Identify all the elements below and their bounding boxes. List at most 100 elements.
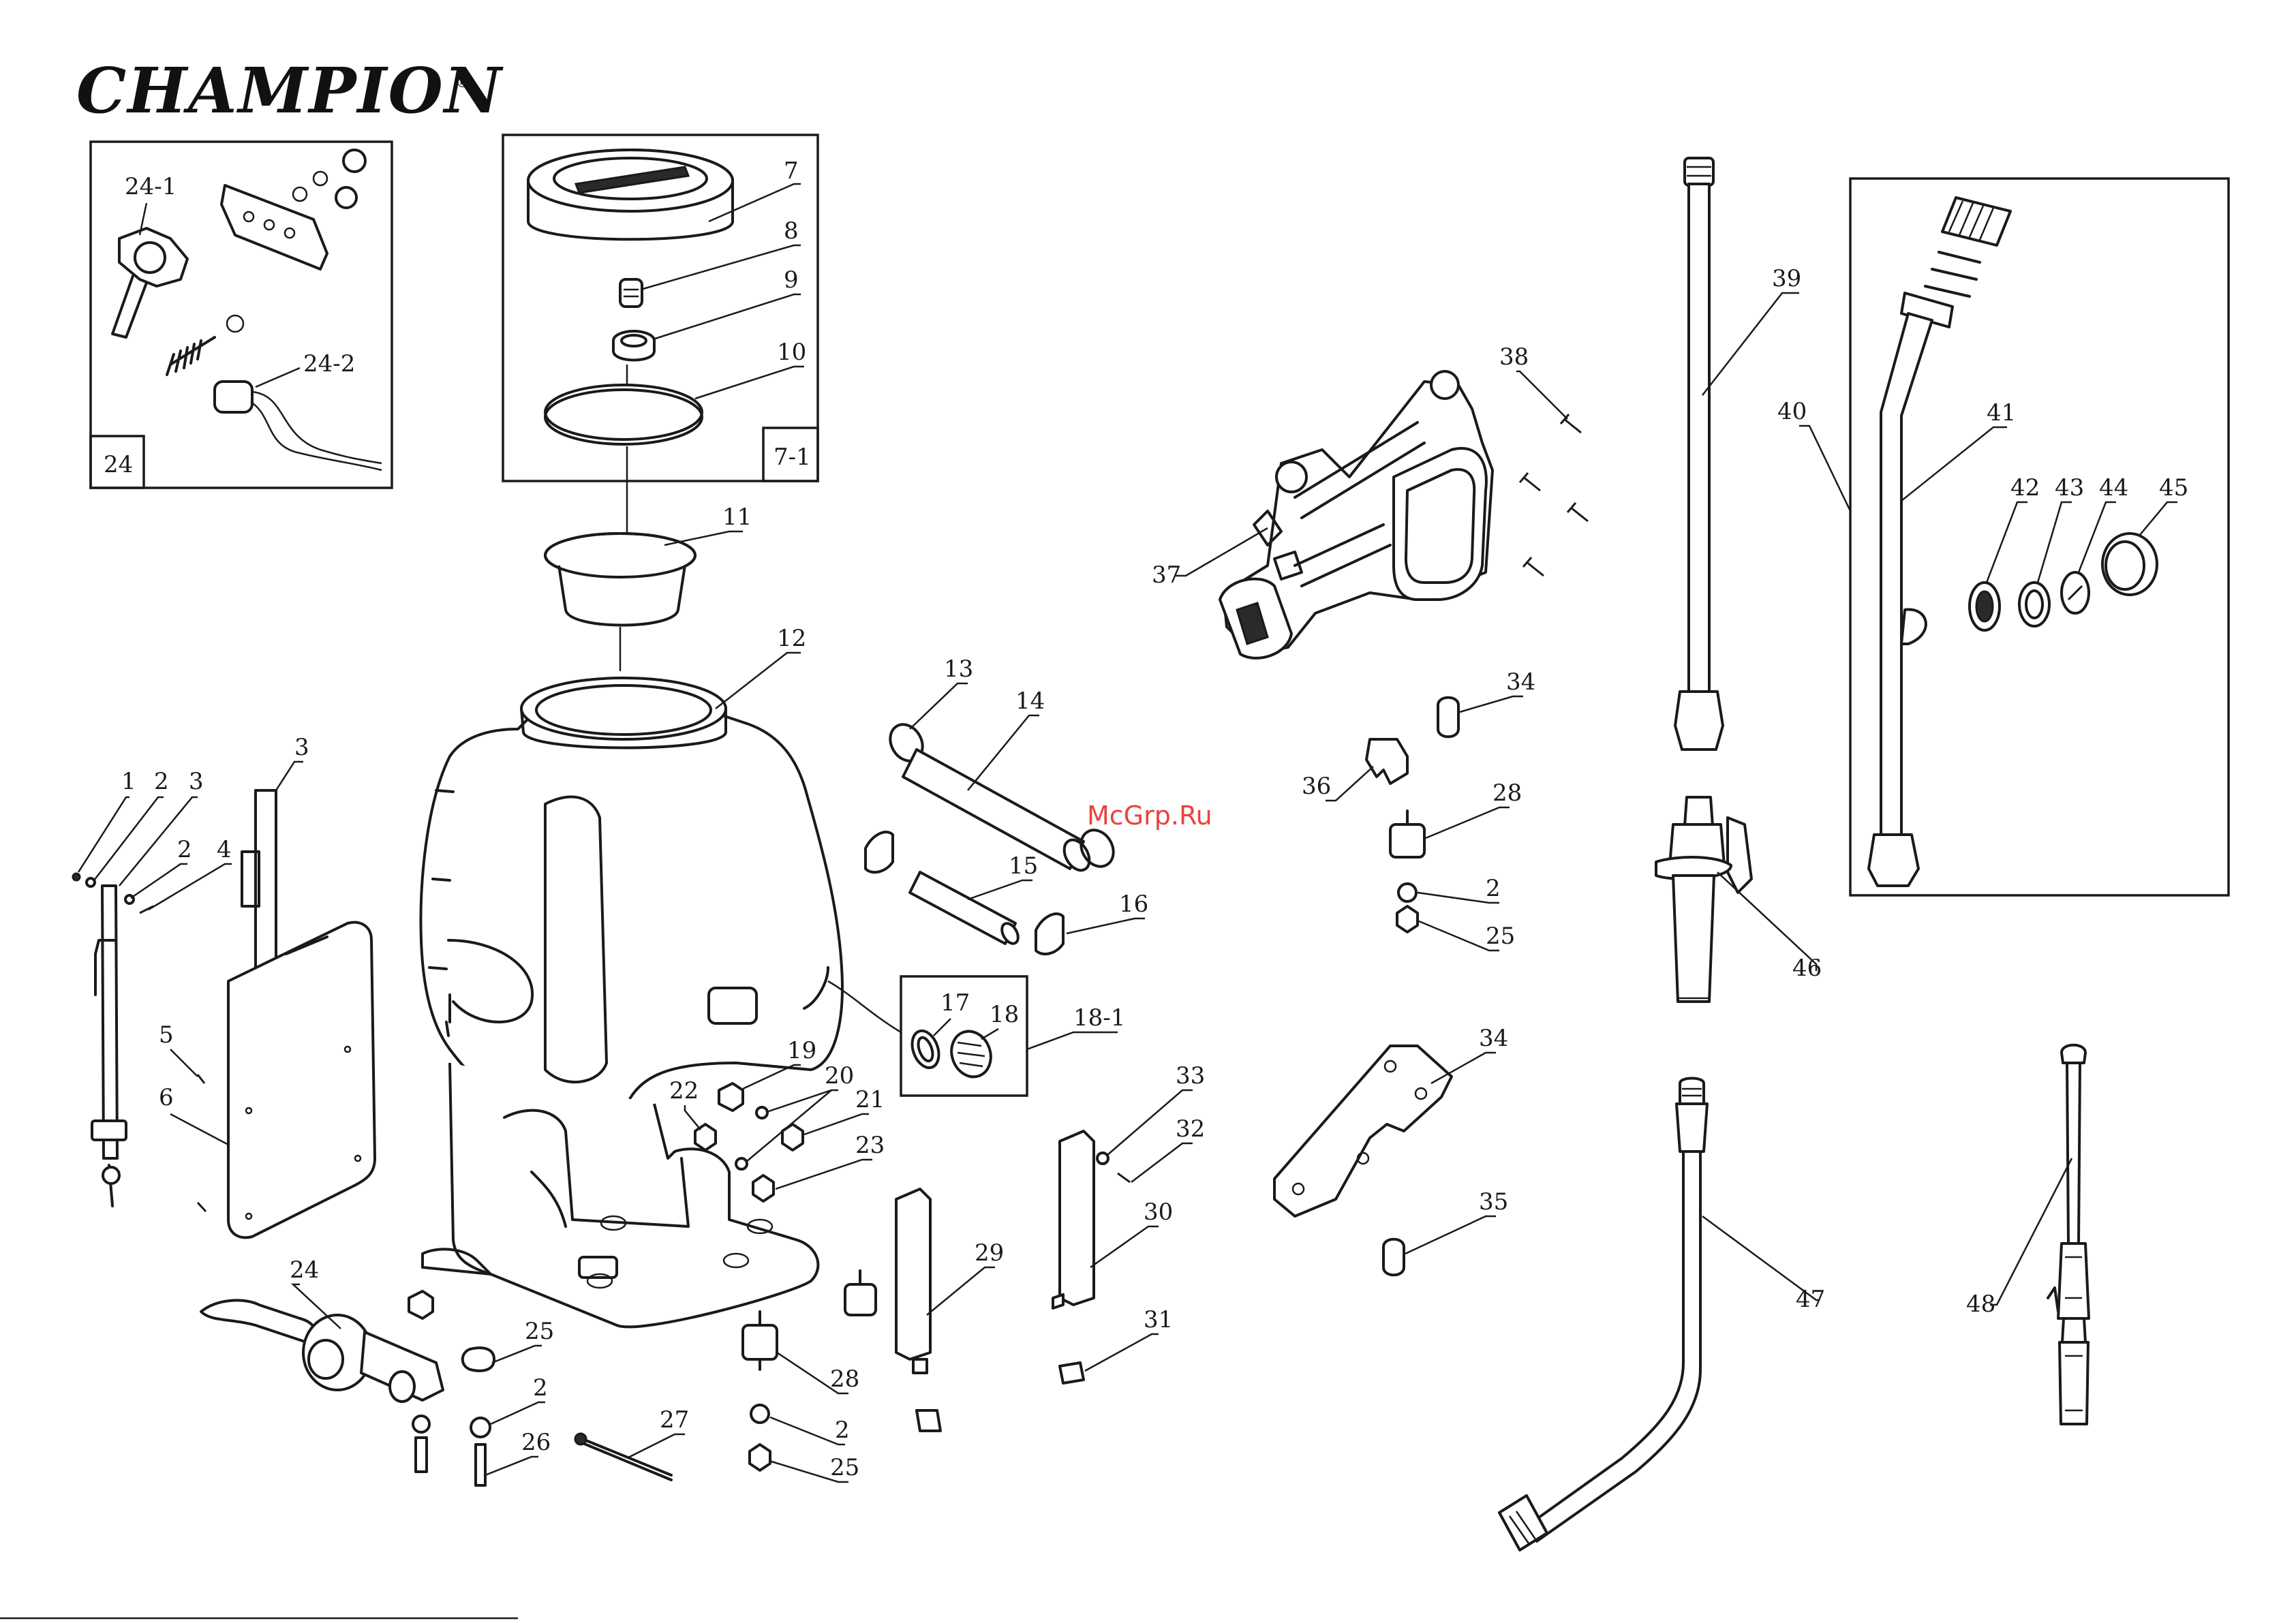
leader-34-a — [1460, 696, 1523, 712]
box-24-tag: 24 — [104, 451, 133, 478]
leader-18-1 — [1027, 1032, 1118, 1049]
tank-lid-7 — [528, 150, 733, 239]
callout-4: 4 — [217, 836, 232, 863]
shoulder-strap-left — [92, 886, 126, 1206]
callout-5: 5 — [159, 1021, 174, 1049]
leader-26 — [485, 1457, 538, 1475]
leader-27 — [627, 1434, 685, 1458]
slide-guides-29-30 — [896, 1131, 1130, 1431]
callout-12: 12 — [777, 625, 806, 652]
leader-39 — [1702, 293, 1799, 395]
box-18-1: 17 18 18-1 — [901, 976, 1125, 1096]
callout-34-a: 34 — [1506, 668, 1535, 696]
callout-31: 31 — [1144, 1306, 1173, 1333]
callout-1: 1 — [121, 768, 136, 795]
seal-9 — [613, 331, 654, 360]
leader-12 — [716, 653, 801, 709]
callout-24-2: 24-2 — [303, 350, 355, 377]
callout-6: 6 — [159, 1084, 174, 1111]
leader-25-a — [492, 1346, 542, 1363]
pump-chamber-37 — [1220, 371, 1493, 658]
leader-15 — [968, 880, 1032, 899]
leader-29 — [927, 1267, 995, 1315]
callout-43: 43 — [2055, 474, 2084, 501]
leader-41 — [1901, 427, 2007, 501]
callout-20: 20 — [825, 1062, 854, 1089]
leader-34-b — [1405, 1216, 1496, 1254]
callout-2-mid: 2 — [177, 836, 192, 863]
callout-36: 36 — [1302, 773, 1331, 800]
box-7-1-tag: 7-1 — [774, 444, 811, 471]
callout-2-top: 2 — [154, 768, 169, 795]
logo-text: CHAMPION — [76, 54, 504, 127]
callout-23: 23 — [855, 1132, 885, 1159]
leader-37 — [1176, 528, 1268, 576]
leader-14 — [968, 715, 1039, 790]
gasket-10 — [545, 385, 702, 444]
leader-13 — [910, 683, 968, 729]
switch-24-2 — [215, 382, 382, 470]
callout-28-a: 28 — [830, 1365, 859, 1393]
callout-28-b: 28 — [1493, 779, 1522, 807]
leader-43 — [2038, 502, 2072, 583]
callout-34-b: 35 — [1479, 1188, 1508, 1216]
callout-47: 47 — [1796, 1286, 1825, 1313]
callout-33: 33 — [1176, 1062, 1205, 1089]
tank-12 — [420, 678, 842, 1117]
leader-4 — [149, 864, 232, 910]
leader-16 — [1067, 918, 1145, 933]
leader-32 — [1131, 1143, 1193, 1182]
callout-46: 46 — [1792, 955, 1822, 982]
leader-2-b — [770, 1417, 845, 1444]
leader-36 — [1326, 767, 1373, 801]
callout-18-1: 18-1 — [1073, 1004, 1125, 1032]
leader-11 — [664, 531, 743, 545]
leader-17 — [934, 1019, 951, 1036]
leader-5 — [170, 1049, 198, 1077]
trigger-handle-46 — [1656, 797, 1751, 1002]
callout-35: 34 — [1479, 1025, 1508, 1052]
leader-28-b — [1426, 807, 1510, 838]
leader-30 — [1090, 1226, 1159, 1267]
box-40: 41 42 43 44 45 — [1850, 179, 2229, 895]
leader-18 — [981, 1029, 998, 1039]
leader-38 — [1516, 371, 1567, 419]
callout-3-left: 3 — [189, 768, 204, 795]
telescopic-wand-48 — [2048, 1045, 2089, 1424]
callout-14: 14 — [1015, 687, 1045, 715]
callout-19: 19 — [787, 1037, 816, 1064]
logo-registered-mark: ® — [455, 74, 470, 91]
pump-lever-24 — [201, 1291, 671, 1485]
callout-2-a: 2 — [533, 1374, 548, 1402]
callout-25-c: 25 — [1486, 923, 1515, 950]
leader-42 — [1987, 502, 2027, 583]
box-24: 24 24-1 24-2 — [91, 142, 392, 488]
callout-39: 39 — [1772, 265, 1801, 292]
box-40-frame — [1850, 179, 2229, 895]
callout-13: 13 — [944, 655, 973, 683]
leader-3-right — [276, 762, 303, 790]
callout-7: 7 — [784, 157, 799, 185]
nozzle-parts-42-45 — [1970, 534, 2157, 630]
callout-21: 21 — [855, 1086, 885, 1113]
callout-45: 45 — [2159, 474, 2188, 501]
extension-lance-39 — [1675, 158, 1723, 749]
leader-10 — [695, 367, 804, 399]
callout-2-b: 2 — [835, 1417, 850, 1444]
leader-2-a — [491, 1402, 545, 1424]
leader-31 — [1085, 1334, 1159, 1371]
leader-23 — [776, 1160, 872, 1189]
callout-40: 40 — [1777, 398, 1807, 425]
strainer-11: 11 — [545, 504, 752, 671]
callout-38: 38 — [1499, 343, 1529, 371]
leader-1 — [78, 797, 129, 872]
callout-32: 32 — [1176, 1115, 1205, 1143]
callout-18: 18 — [990, 1001, 1019, 1028]
callout-41: 41 — [1987, 399, 2016, 427]
valve-8 — [620, 279, 642, 307]
callout-44: 44 — [2099, 474, 2128, 501]
leader-2-mid — [131, 864, 187, 898]
leader-8 — [641, 245, 801, 290]
callout-26: 26 — [521, 1429, 551, 1456]
